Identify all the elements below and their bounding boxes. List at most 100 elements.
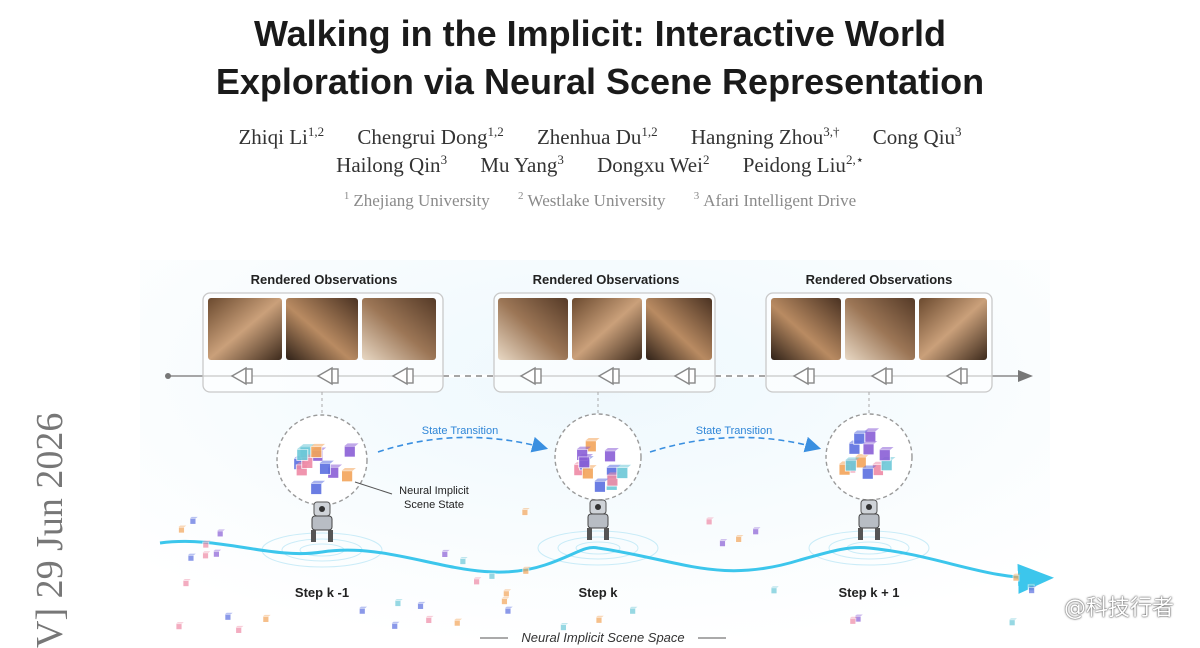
watermark: @科技行者	[1063, 596, 1174, 621]
cube-glyph	[862, 441, 878, 456]
rendered-image	[919, 298, 987, 360]
author: Hangning Zhou3,†	[690, 124, 840, 149]
cube-glyph	[488, 571, 497, 580]
author: Mu Yang3	[480, 152, 564, 177]
observation-panel-1: Rendered Observations	[202, 272, 444, 393]
cube-glyph	[1028, 586, 1037, 594]
author: Peidong Liu2,⋆	[742, 152, 864, 177]
robot-icon	[311, 501, 333, 542]
cube-glyph	[394, 598, 403, 607]
state-label-line-2: Scene State	[404, 499, 464, 511]
cube-glyph	[441, 549, 450, 558]
cube-glyph	[235, 625, 244, 634]
author: Zhenhua Du1,2	[536, 124, 658, 149]
state-transition-arrow	[377, 436, 549, 453]
rendered-image	[286, 298, 358, 360]
cube-glyph	[310, 443, 326, 458]
title-line-2: Exploration via Neural Scene Representat…	[215, 61, 985, 102]
authors-row-2: Hailong Qin3 Mu Yang3 Dongxu Wei2 Peidon…	[0, 152, 1200, 178]
floor-cubes	[175, 508, 1037, 634]
cube-glyph	[844, 457, 860, 472]
step-label: Step k -1	[295, 585, 349, 600]
robot-icon	[587, 499, 609, 540]
cube-glyph	[735, 534, 744, 543]
rendered-image	[572, 298, 642, 360]
cube-glyph	[310, 480, 326, 495]
cube-glyph	[1008, 618, 1017, 627]
step-label: Step k	[578, 585, 618, 600]
panel-label: Rendered Observations	[533, 272, 680, 287]
cube-glyph	[216, 529, 225, 538]
overview-figure: Rendered Observations Rendered Observati…	[140, 260, 1054, 648]
cube-glyph	[752, 527, 761, 536]
author: Hailong Qin3	[336, 152, 448, 177]
authors-row-1: Zhiqi Li1,2 Chengrui Dong1,2 Zhenhua Du1…	[0, 124, 1200, 150]
state-transition-label: State Transition	[696, 425, 772, 437]
panel-label: Rendered Observations	[806, 272, 953, 287]
cube-glyph	[849, 616, 858, 625]
state-transition-label: State Transition	[422, 425, 498, 437]
rendered-image	[208, 298, 282, 360]
cube-glyph	[878, 446, 894, 462]
cube-glyph	[341, 468, 356, 483]
cube-glyph	[522, 566, 531, 575]
cube-glyph	[319, 460, 334, 475]
panel-label: Rendered Observations	[251, 272, 398, 287]
cube-glyph	[296, 446, 312, 461]
cube-glyph	[853, 430, 869, 445]
cube-glyph	[501, 597, 510, 605]
cube-glyph	[578, 454, 594, 469]
rendered-image	[498, 298, 568, 360]
rendered-image	[646, 298, 712, 360]
cube-glyph	[504, 606, 513, 615]
cube-glyph	[473, 577, 482, 586]
cube-glyph	[705, 517, 714, 526]
robot-icon	[858, 499, 880, 540]
cube-glyph	[1012, 573, 1021, 582]
scene-state-circle-3	[825, 413, 913, 501]
cube-glyph	[358, 606, 368, 615]
trajectory-wave	[159, 539, 1054, 594]
observation-panel-2: Rendered Observations	[493, 272, 716, 393]
cube-glyph	[459, 557, 468, 565]
cube-glyph	[521, 508, 530, 516]
cube-glyph	[417, 601, 426, 610]
cube-glyph	[425, 615, 434, 624]
cube-glyph	[391, 621, 400, 630]
camera-frustum-icon	[519, 366, 696, 386]
state-callout-line	[354, 481, 393, 495]
cube-glyph	[224, 612, 233, 621]
cube-glyph	[584, 438, 600, 453]
cube-glyph	[202, 551, 211, 560]
cube-glyph	[861, 465, 877, 480]
cube-glyph	[453, 618, 463, 627]
paper-title: Walking in the Implicit: Interactive Wor…	[0, 10, 1200, 106]
cube-glyph	[719, 539, 728, 548]
rendered-image	[771, 298, 841, 360]
timeline-start-dot	[165, 373, 171, 379]
camera-frustum-icon	[792, 366, 968, 386]
cube-glyph	[202, 540, 211, 549]
cube-glyph	[629, 606, 638, 615]
author: Cong Qiu3	[872, 124, 962, 149]
author: Zhiqi Li1,2	[238, 124, 325, 149]
state-label-line-1: Neural Implicit	[399, 485, 469, 497]
cube-glyph	[327, 464, 343, 479]
cube-glyph	[560, 623, 569, 631]
author: Chengrui Dong1,2	[357, 124, 504, 149]
rendered-image	[845, 298, 915, 360]
author: Dongxu Wei2	[597, 152, 710, 177]
cube-glyph	[182, 579, 191, 587]
cube-glyph	[213, 549, 222, 558]
cube-glyph	[595, 615, 604, 624]
cube-glyph	[262, 614, 271, 623]
camera-frustum-icon	[230, 366, 414, 386]
cube-glyph	[187, 553, 196, 562]
cube-glyph	[770, 586, 779, 595]
cube-glyph	[502, 589, 512, 598]
cube-glyph	[594, 478, 609, 493]
